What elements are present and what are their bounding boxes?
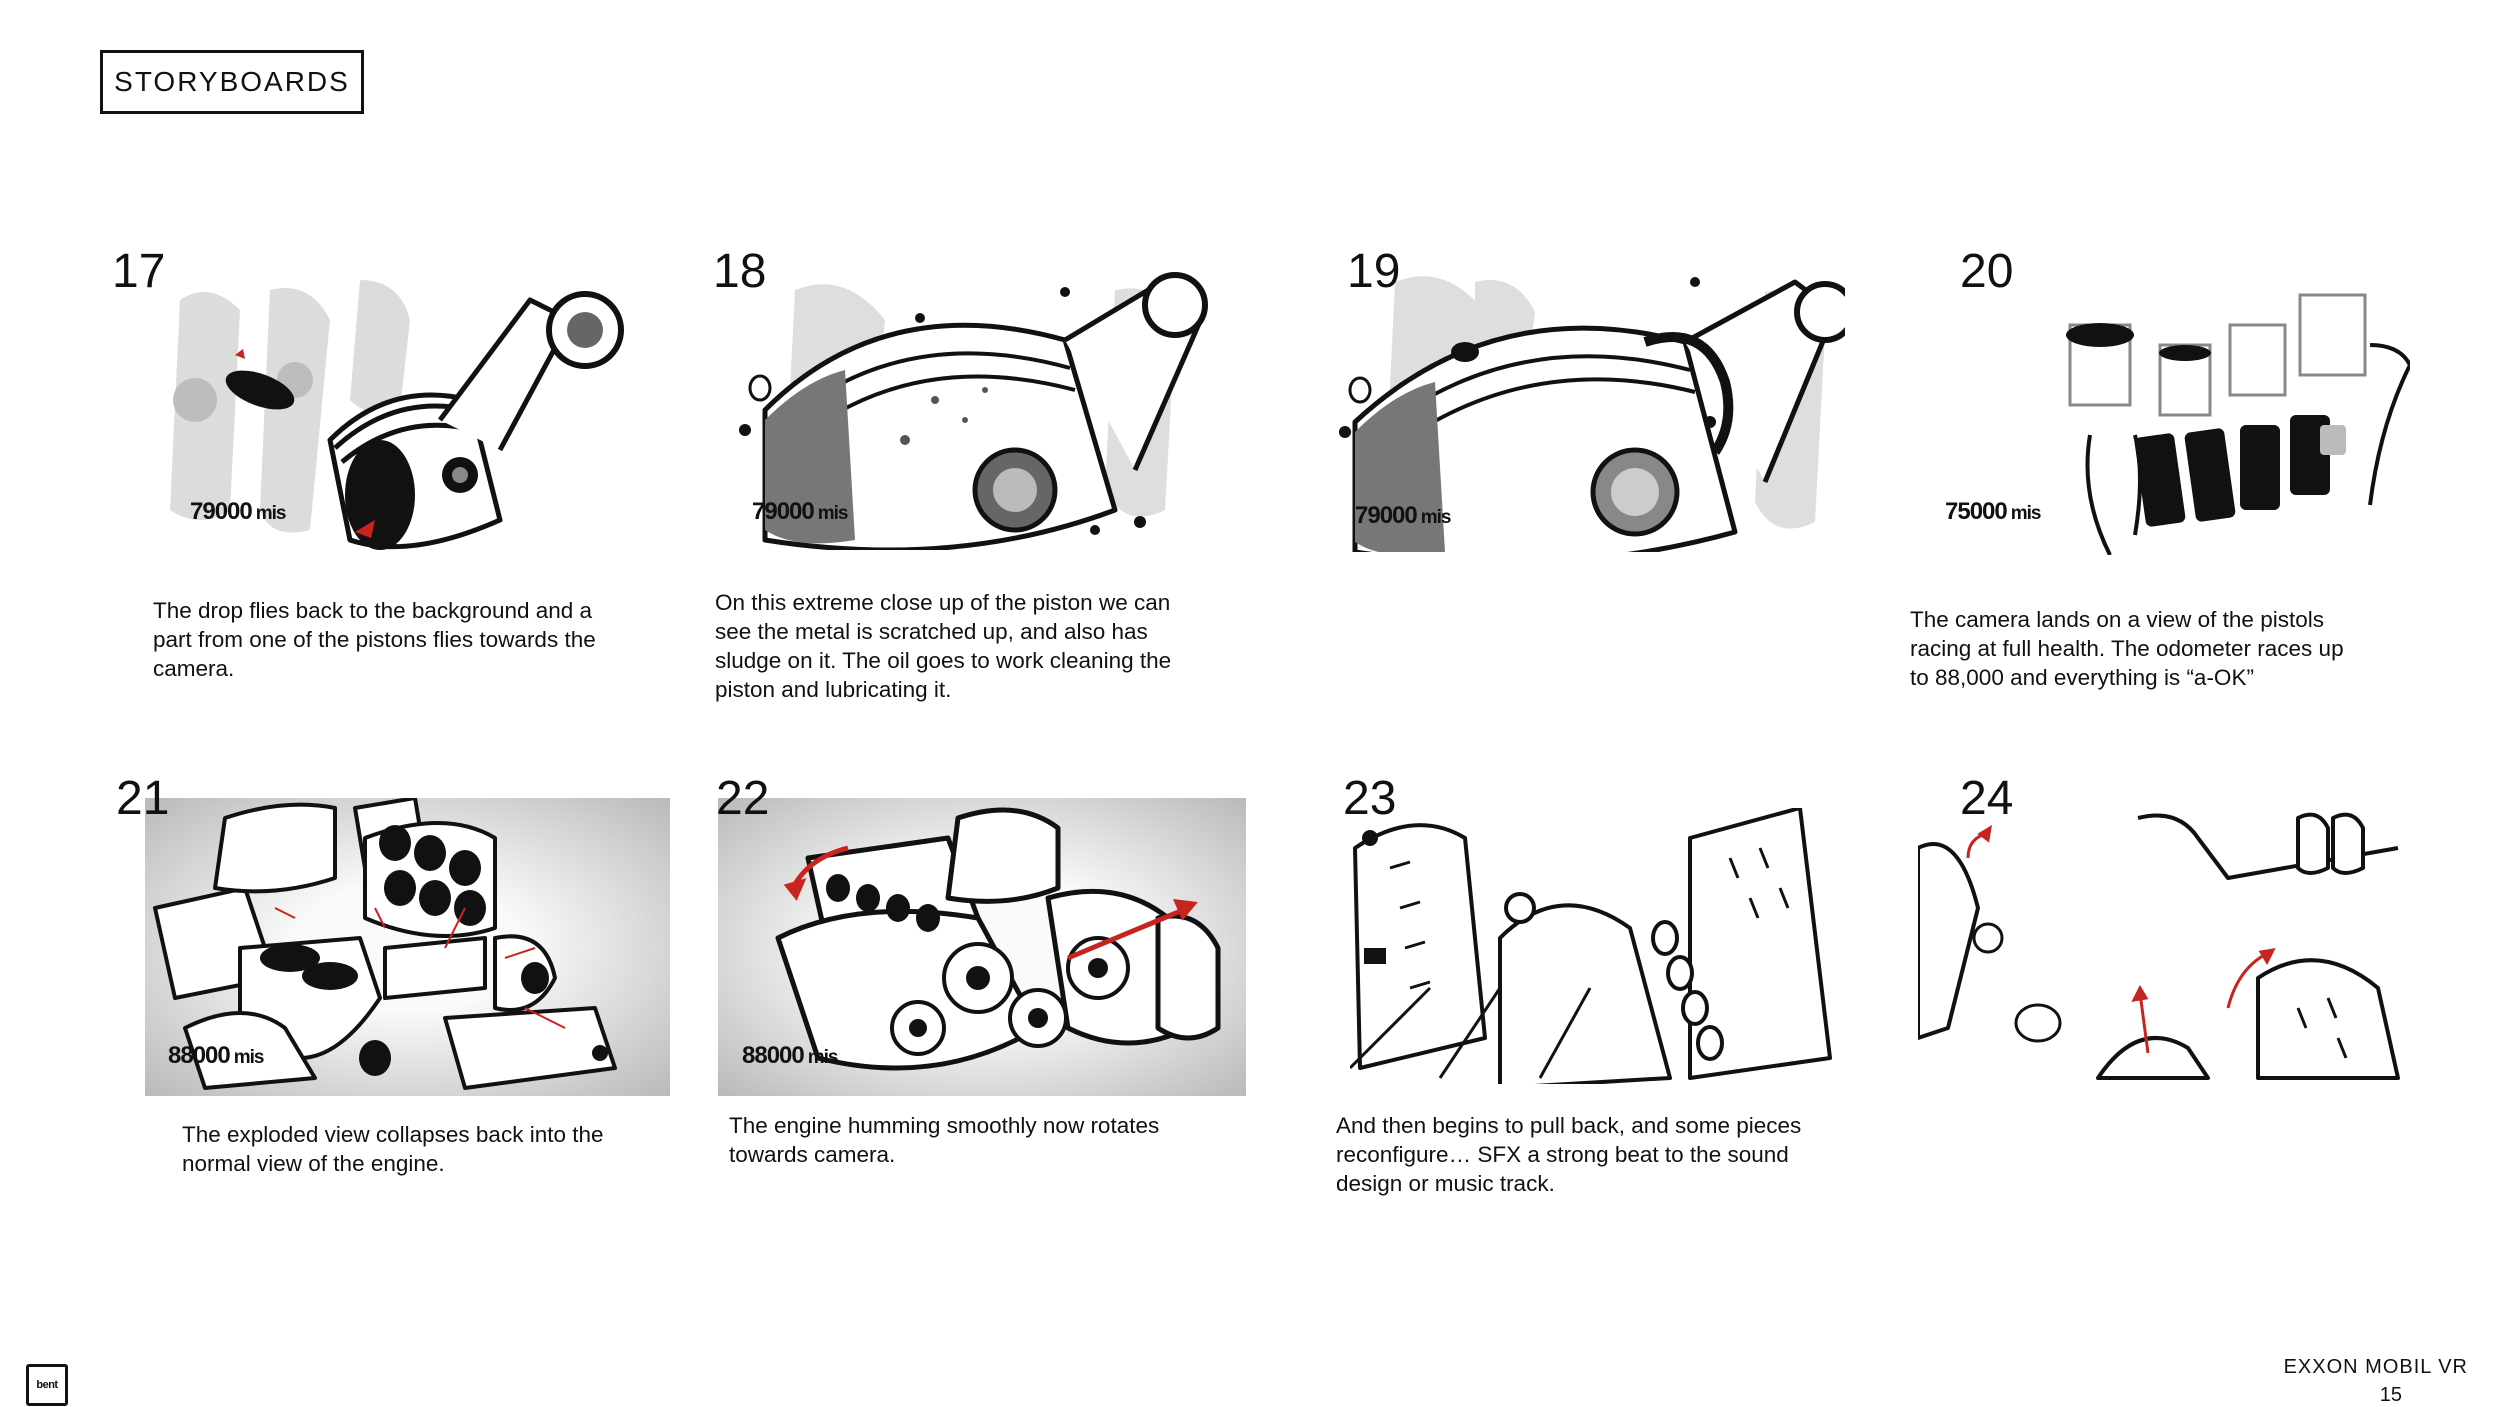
page-number: 15 (2379, 1384, 2402, 1406)
panel-number: 20 (1960, 245, 2014, 298)
panel-number: 24 (1960, 772, 2014, 825)
panel-number: 23 (1343, 772, 1397, 825)
panel-caption: The camera lands on a view of the pistol… (1910, 607, 2344, 690)
storyboard-frame-19 (1335, 262, 1845, 552)
sketch-engine-rotating (775, 807, 1221, 1071)
panel-caption: The engine humming smoothly now rotates … (729, 1113, 1160, 1167)
panel-number: 21 (116, 772, 170, 825)
sketch-piston-flying (170, 280, 624, 550)
panel-caption: And then begins to pull back, and some p… (1336, 1113, 1802, 1196)
panel-caption: The exploded view collapses back into th… (182, 1122, 604, 1176)
sketch-engine-pullback (1350, 808, 1832, 1084)
storyboard-frame-22 (718, 798, 1246, 1096)
sketch-exploded-engine (153, 798, 617, 1090)
panel-caption: The drop flies back to the background an… (153, 598, 596, 681)
storyboard-frame-24 (1918, 808, 2408, 1084)
page-title: STORYBOARDS (100, 50, 364, 114)
storyboard-frame-18 (735, 270, 1210, 550)
sketch-pistons-racing (2066, 293, 2410, 555)
storyboard-frame-23 (1350, 808, 1835, 1084)
panel-number: 19 (1347, 245, 1401, 298)
panel-number: 18 (713, 245, 767, 298)
footer-project-name: EXXON MOBIL VR (2283, 1356, 2468, 1378)
sketch-piston-closeup-sludge (739, 272, 1208, 550)
storyboard-frame-21 (145, 798, 670, 1096)
panel-number: 22 (716, 772, 770, 825)
sketch-engine-reconfigure (1918, 812, 2400, 1080)
panel-caption: On this extreme close up of the piston w… (715, 590, 1172, 702)
storyboard-frame-17 (160, 270, 650, 550)
storyboard-frame-20 (1940, 285, 2410, 555)
sketch-piston-oil-coating (1339, 276, 1845, 552)
bent-logo: bent (26, 1364, 68, 1406)
panel-number: 17 (112, 245, 166, 298)
